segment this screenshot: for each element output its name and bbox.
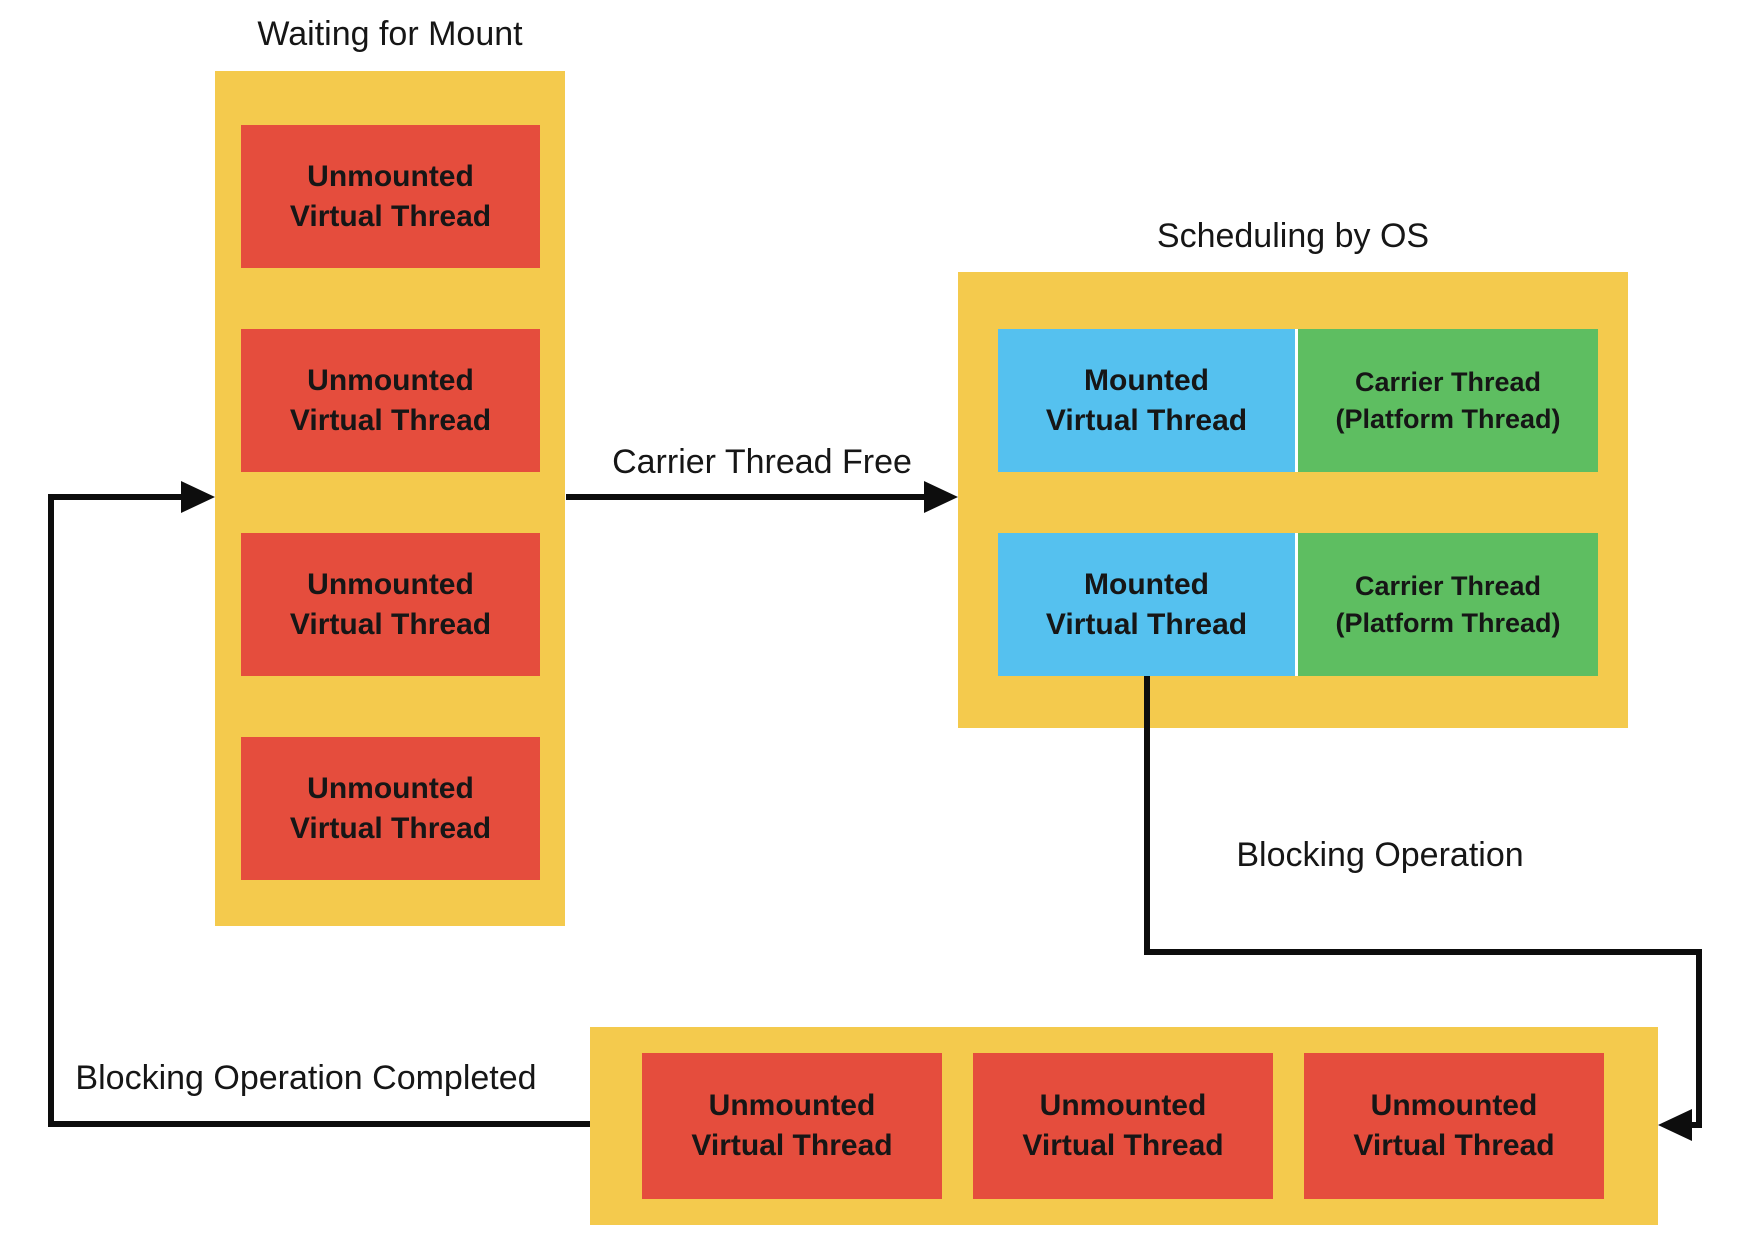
unmounted-virtual-thread-box: Unmounted Virtual Thread <box>241 533 540 676</box>
mounted-carrier-pair: Mounted Virtual Thread Carrier Thread (P… <box>998 329 1598 472</box>
mounted-virtual-thread-box: Mounted Virtual Thread <box>998 533 1295 676</box>
os-scheduling-container: Mounted Virtual Thread Carrier Thread (P… <box>958 272 1628 728</box>
arrowhead-left-icon <box>1658 1109 1692 1141</box>
completed-arrow-line <box>48 494 54 1127</box>
blocking-arrow-line <box>1696 949 1702 1128</box>
blocking-arrow-line <box>1144 949 1702 955</box>
unmounted-virtual-thread-box: Unmounted Virtual Thread <box>973 1053 1273 1199</box>
blocking-arrow-line <box>1690 1122 1702 1128</box>
unmounted-virtual-thread-box: Unmounted Virtual Thread <box>241 329 540 472</box>
waiting-pool-title: Waiting for Mount <box>257 15 523 53</box>
unmounted-virtual-thread-box: Unmounted Virtual Thread <box>1304 1053 1604 1199</box>
mounted-virtual-thread-box: Mounted Virtual Thread <box>998 329 1295 472</box>
unmounted-virtual-thread-box: Unmounted Virtual Thread <box>241 737 540 880</box>
completed-arrow-line <box>48 494 181 500</box>
mounted-carrier-pair: Mounted Virtual Thread Carrier Thread (P… <box>998 533 1598 676</box>
blocking-arrow-line <box>1144 676 1150 955</box>
carrier-free-arrow-line <box>566 494 924 500</box>
arrowhead-right-icon <box>181 481 215 513</box>
carrier-thread-free-label: Carrier Thread Free <box>612 443 912 481</box>
unmounted-virtual-thread-box: Unmounted Virtual Thread <box>241 125 540 268</box>
arrowhead-right-icon <box>924 481 958 513</box>
blocked-pool-container: Unmounted Virtual Thread Unmounted Virtu… <box>590 1027 1658 1225</box>
completed-arrow-line <box>48 1121 590 1127</box>
carrier-thread-box: Carrier Thread (Platform Thread) <box>1298 329 1598 472</box>
blocking-operation-label: Blocking Operation <box>1236 836 1524 874</box>
unmounted-virtual-thread-box: Unmounted Virtual Thread <box>642 1053 942 1199</box>
os-scheduling-title: Scheduling by OS <box>1156 217 1430 255</box>
blocking-operation-completed-label: Blocking Operation Completed <box>75 1059 537 1097</box>
waiting-pool-container: Unmounted Virtual Thread Unmounted Virtu… <box>215 71 565 926</box>
carrier-thread-box: Carrier Thread (Platform Thread) <box>1298 533 1598 676</box>
